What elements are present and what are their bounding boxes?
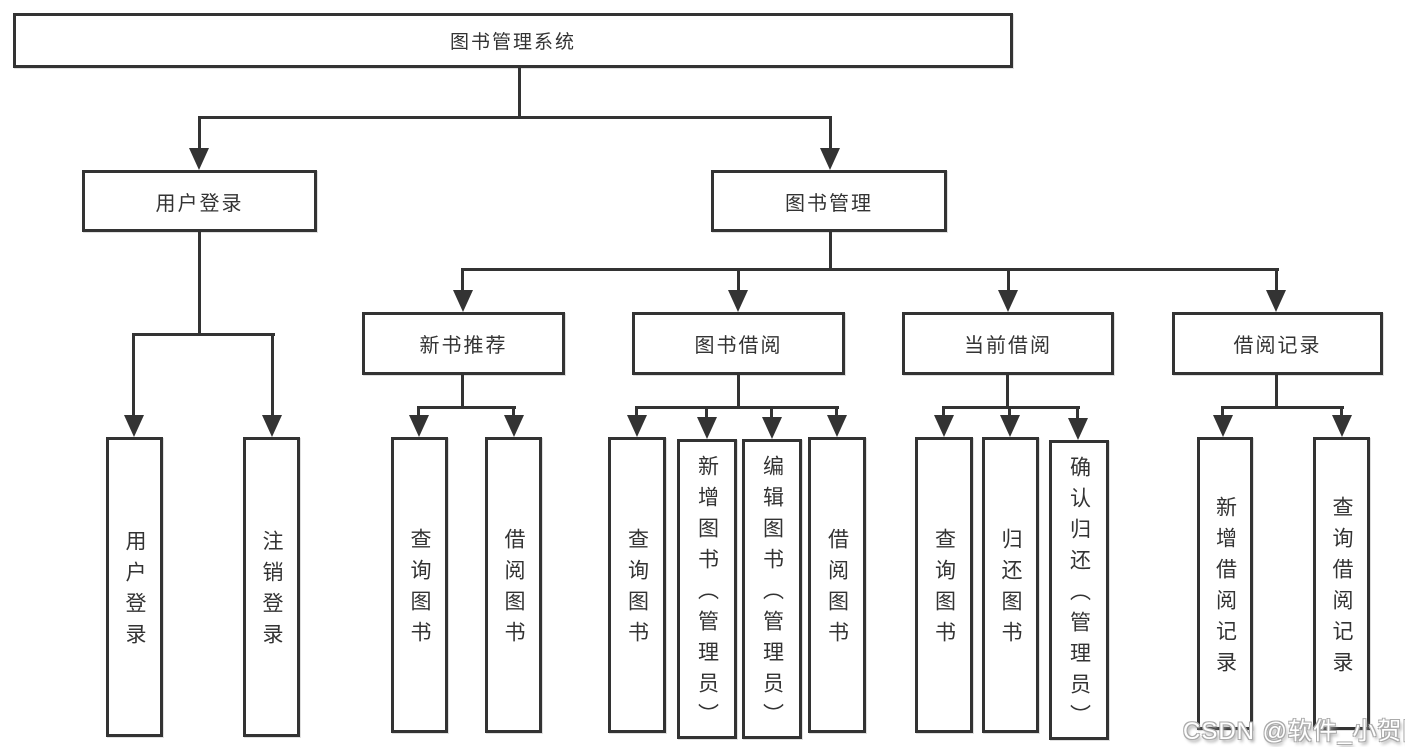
connector-root-stem <box>518 68 521 118</box>
connector-borrow-records-rail <box>1221 406 1344 409</box>
connector-drop-borrow-records <box>1275 268 1278 294</box>
arrow-down-icon <box>409 415 429 437</box>
node-label: 图书管理系统 <box>449 32 576 53</box>
connector-drop <box>835 406 838 418</box>
leaf-logout: 注销登录 <box>243 437 300 737</box>
leaf-records-add-record: 新增借阅记录 <box>1197 437 1253 730</box>
arrow-down-icon <box>998 290 1018 312</box>
connector-level3-rail <box>461 268 1279 271</box>
arrow-down-icon <box>1000 415 1020 437</box>
arrow-down-icon <box>189 148 209 170</box>
node-new-book-recommend: 新书推荐 <box>362 312 565 375</box>
connector-drop-user-login <box>198 116 201 152</box>
leaf-borrow-edit-books-admin: 编辑图书（管理员） <box>742 439 802 739</box>
node-label: 用户登录 <box>123 530 146 654</box>
connector-drop <box>1076 406 1079 418</box>
connector-drop <box>1008 406 1011 418</box>
arrow-down-icon <box>1332 415 1352 437</box>
connector-drop <box>635 406 638 418</box>
node-label: 当前借阅 <box>964 335 1052 357</box>
arrow-down-icon <box>934 415 954 437</box>
connector-book-mgmt-stem <box>829 232 832 271</box>
leaf-current-return-books: 归还图书 <box>982 437 1039 733</box>
node-book-borrow: 图书借阅 <box>632 312 845 375</box>
connector-drop <box>942 406 945 418</box>
connector-book-borrow-rail <box>635 406 839 409</box>
connector-level2-rail <box>198 116 832 119</box>
arrow-down-icon <box>697 417 717 439</box>
leaf-records-query-record: 查询借阅记录 <box>1313 437 1370 730</box>
node-label: 图书管理 <box>785 192 873 215</box>
leaf-borrow-borrow-books: 借阅图书 <box>808 437 866 733</box>
connector-drop-new-books <box>461 268 464 294</box>
leaf-borrow-query-books: 查询图书 <box>608 437 666 733</box>
arrow-down-icon <box>453 290 473 312</box>
node-label: 编辑图书（管理员） <box>760 454 784 734</box>
connector-book-borrow-stem <box>737 375 740 409</box>
connector-drop <box>705 406 708 418</box>
node-label: 归还图书 <box>999 528 1022 652</box>
node-label: 查询借阅记录 <box>1330 495 1353 682</box>
node-user-login: 用户登录 <box>82 170 317 232</box>
connector-drop-leaf-user-login <box>132 333 135 417</box>
node-library-management-system: 图书管理系统 <box>13 13 1013 68</box>
node-label: 新增图书（管理员） <box>695 454 719 734</box>
connector-drop-leaf-logout <box>271 333 274 417</box>
connector-new-books-rail <box>417 406 516 409</box>
arrow-down-icon <box>820 148 840 170</box>
connector-borrow-records-stem <box>1275 375 1278 409</box>
connector-drop <box>417 406 420 418</box>
arrow-down-icon <box>1068 418 1088 440</box>
arrow-down-icon <box>504 415 524 437</box>
node-label: 确认归还（管理员） <box>1067 455 1091 735</box>
arrow-down-icon <box>1266 290 1286 312</box>
node-current-borrow: 当前借阅 <box>902 312 1114 375</box>
node-label: 新书推荐 <box>419 335 508 357</box>
leaf-newbooks-borrow-books: 借阅图书 <box>485 437 542 733</box>
connector-drop <box>512 406 515 418</box>
node-label: 借阅图书 <box>825 528 849 652</box>
connector-current-borrow-rail <box>942 406 1080 409</box>
connector-user-login-stem <box>198 232 201 336</box>
connector-drop <box>1221 406 1224 418</box>
arrow-down-icon <box>1213 415 1233 437</box>
node-label: 用户登录 <box>155 192 244 215</box>
node-label: 查询图书 <box>932 528 956 652</box>
arrow-down-icon <box>728 290 748 312</box>
csdn-watermark: CSDN @软件_小贺同学 <box>1183 718 1405 745</box>
node-borrow-records: 借阅记录 <box>1172 312 1383 375</box>
arrow-down-icon <box>124 415 144 437</box>
node-book-management: 图书管理 <box>711 170 947 232</box>
leaf-borrow-add-books-admin: 新增图书（管理员） <box>677 439 737 739</box>
node-label: 图书借阅 <box>694 335 783 357</box>
leaf-current-confirm-return-admin: 确认归还（管理员） <box>1049 440 1109 740</box>
node-label: 查询图书 <box>625 528 649 652</box>
leaf-user-login: 用户登录 <box>106 437 163 737</box>
connector-drop-book-mgmt <box>829 116 832 152</box>
connector-drop <box>1340 406 1343 418</box>
arrow-down-icon <box>262 415 282 437</box>
node-label: 借阅记录 <box>1233 335 1322 357</box>
leaf-newbooks-query-books: 查询图书 <box>391 437 448 733</box>
arrow-down-icon <box>762 417 782 439</box>
node-label: 查询图书 <box>408 528 431 652</box>
connector-drop-current-borrow <box>1007 268 1010 294</box>
arrow-down-icon <box>827 415 847 437</box>
connector-drop <box>770 406 773 418</box>
arrow-down-icon <box>627 415 647 437</box>
leaf-current-query-books: 查询图书 <box>915 437 973 733</box>
connector-user-login-rail <box>132 333 275 336</box>
connector-drop-book-borrow <box>737 268 740 294</box>
connector-new-books-stem <box>461 375 464 409</box>
node-label: 注销登录 <box>260 530 283 654</box>
node-label: 借阅图书 <box>502 528 525 652</box>
connector-current-borrow-stem <box>1006 375 1009 409</box>
node-label: 新增借阅记录 <box>1213 495 1237 682</box>
